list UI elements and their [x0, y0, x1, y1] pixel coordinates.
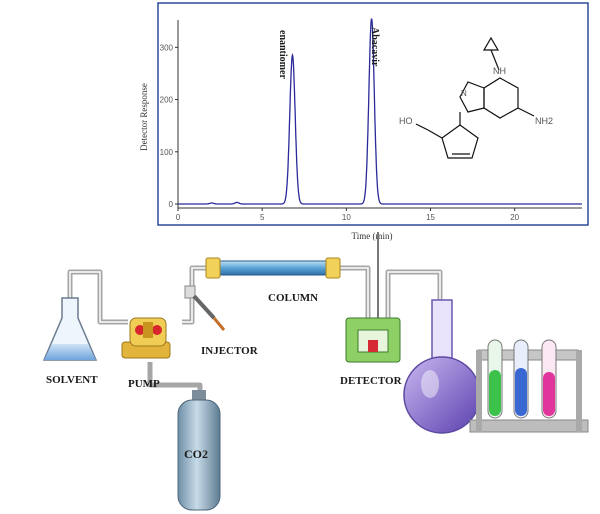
- pump: [121, 317, 171, 359]
- detector: [345, 232, 401, 363]
- tubing-highlight: [69, 267, 441, 323]
- y-tick-label: 200: [160, 96, 174, 105]
- column-label: COLUMN: [268, 292, 318, 304]
- detector-label: DETECTOR: [340, 375, 403, 387]
- test-tube-rack: [469, 339, 589, 433]
- solvent-flask: [42, 297, 98, 361]
- atom-n: N: [461, 89, 467, 98]
- y-tick-label: 0: [169, 200, 174, 209]
- atom-nh2: NH2: [535, 116, 553, 126]
- x-tick-label: 20: [510, 213, 519, 222]
- x-tick-label: 15: [426, 213, 435, 222]
- injector: [184, 285, 226, 331]
- x-tick-label: 0: [176, 213, 181, 222]
- x-tick-label: 10: [342, 213, 351, 222]
- x-ticks: 0 5 10 15 20: [176, 208, 520, 222]
- y-tick-label: 300: [160, 43, 174, 52]
- co2-label: CO2: [184, 447, 208, 461]
- y-axis-title: Detector Response: [139, 83, 149, 151]
- co2-cylinder: [177, 390, 221, 511]
- solvent-label: SOLVENT: [46, 374, 98, 386]
- injector-label: INJECTOR: [201, 345, 259, 357]
- atom-nh: NH: [493, 66, 506, 76]
- x-tick-label: 5: [260, 213, 265, 222]
- atom-ho: HO: [399, 116, 413, 126]
- x-axis-title: Time (min): [352, 231, 393, 241]
- collection-flask: [403, 299, 481, 434]
- y-ticks: 0 100 200 300: [160, 43, 178, 209]
- y-tick-label: 100: [160, 148, 174, 157]
- peak-label-enantiomer: enantiomer: [277, 30, 288, 79]
- abacavir-structure: [415, 36, 535, 159]
- chromatogram: 0 100 200 300 0 5 10 15 20 Detector Response Ti…: [139, 2, 589, 241]
- pump-label: PUMP: [128, 378, 160, 390]
- column: [205, 257, 341, 279]
- peak-label-abacavir: Abacavir: [369, 27, 380, 67]
- chromatogram-trace: [178, 18, 582, 205]
